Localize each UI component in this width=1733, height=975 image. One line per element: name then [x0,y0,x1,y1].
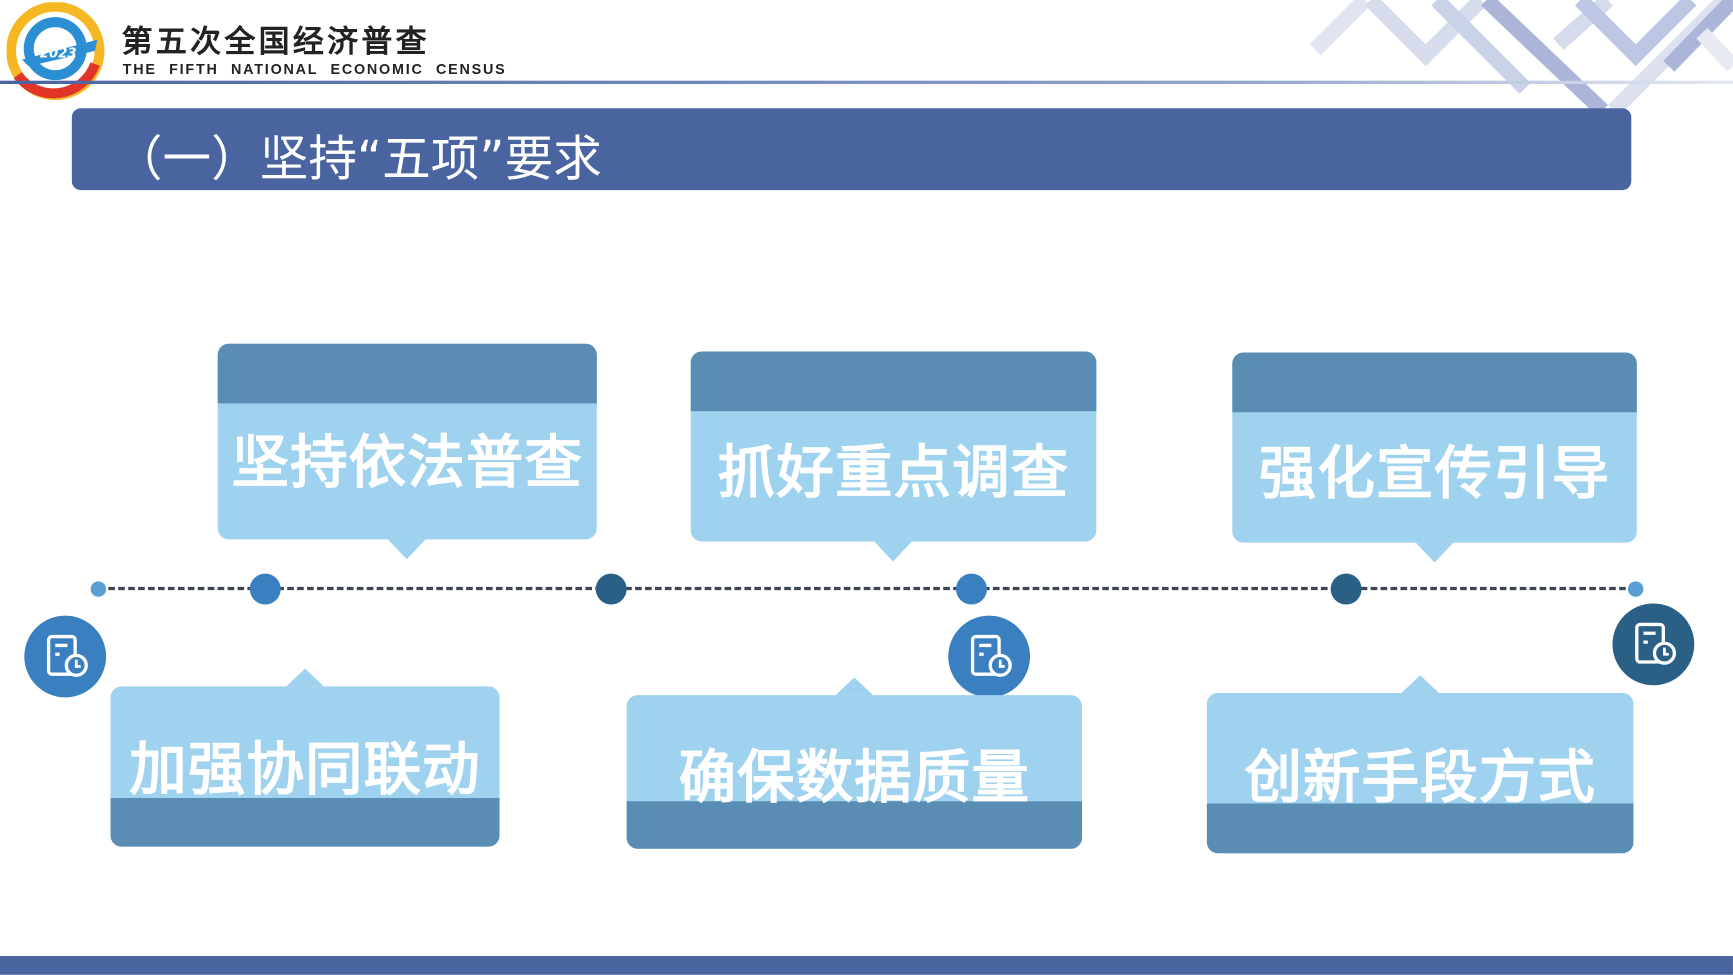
requirement-card: 坚持依法普查 [217,343,597,560]
card-header [690,351,1097,412]
document-clock-icon [948,615,1031,698]
requirement-label: 确保数据质量 [678,744,1031,812]
requirement-label: 加强协同联动 [129,737,481,804]
timeline-line [98,586,1636,591]
card-footer [626,801,1082,849]
logo-year: 2023 [40,46,77,61]
requirement-card: 抓好重点调查 [690,351,1097,562]
requirement-card: 加强协同联动 [110,668,500,847]
card-footer [110,797,500,847]
timeline-dot [955,573,987,605]
timeline-dot [1330,573,1362,605]
requirement-card: 确保数据质量 [626,677,1082,849]
section-title: （一）坚持“五项”要求 [113,131,602,188]
card-pointer [874,541,912,562]
census-title-en: THE FIFTH NATIONAL ECONOMIC CENSUS [122,60,507,78]
decorative-stripes [1309,0,1733,117]
card-pointer [387,539,426,560]
card-pointer [835,677,874,696]
requirement-card: 强化宣传引导 [1232,352,1637,563]
card-pointer [1401,675,1439,693]
footer-bar [0,955,1733,975]
card-footer [1206,803,1634,854]
requirement-label: 强化宣传引导 [1258,440,1611,508]
card-pointer [286,668,324,687]
requirement-label: 坚持依法普查 [231,429,583,497]
document-clock-icon [1612,603,1695,686]
timeline-dot [249,573,281,605]
header-divider [0,80,1733,84]
document-clock-icon [24,615,107,698]
requirement-card: 创新手段方式 [1206,675,1634,854]
timeline-dot [1627,581,1644,597]
requirement-label: 抓好重点调查 [717,439,1070,507]
section-banner: （一）坚持“五项”要求 [71,108,1632,191]
card-pointer [1415,542,1454,563]
requirement-label: 创新手段方式 [1244,744,1596,812]
timeline-dot [90,581,107,597]
card-header [217,343,597,404]
census-title-cn: 第五次全国经济普查 [121,23,430,60]
census-logo: 2023 [6,2,105,101]
card-header [1232,352,1637,413]
timeline-dot [595,573,627,605]
